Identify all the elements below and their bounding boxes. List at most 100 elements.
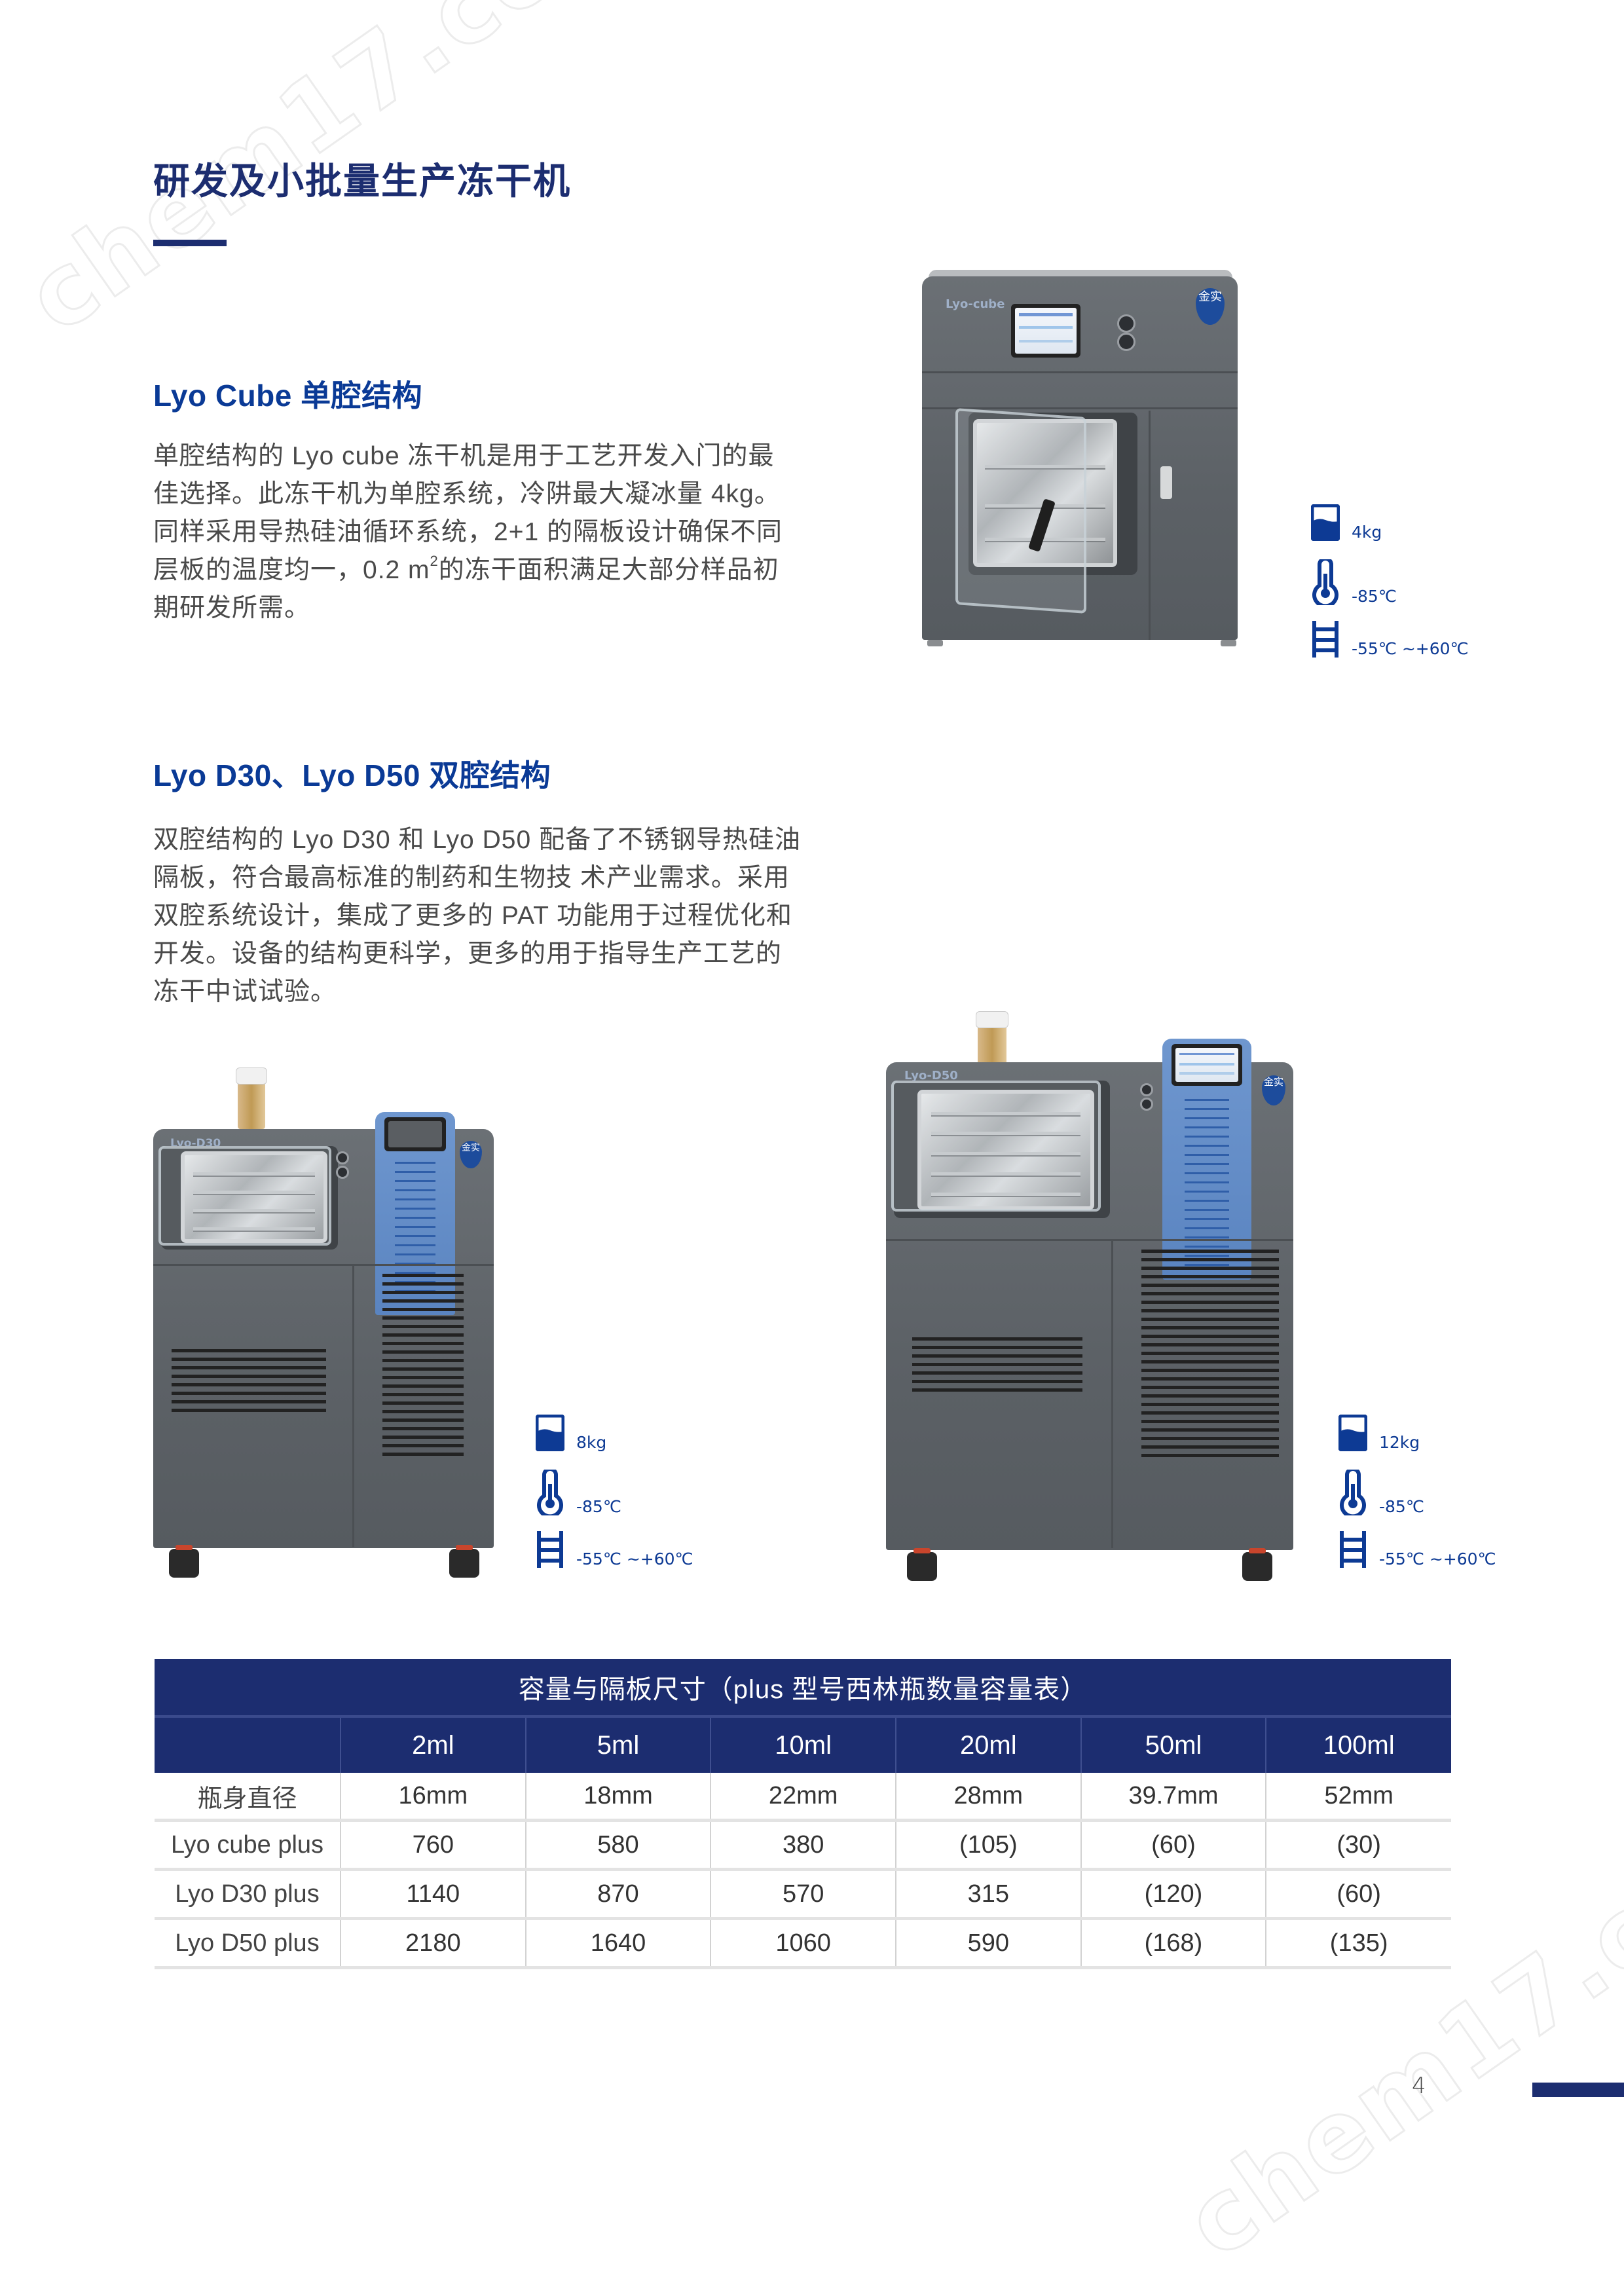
body-line: 期研发所需。 <box>153 594 311 622</box>
thermometer-icon <box>1340 1470 1366 1515</box>
row-label: Lyo D50 plus <box>155 1918 341 1969</box>
brand-logo-icon: 金实 <box>1196 288 1225 325</box>
lyo-d30-machine-image: Lyo-D30 金实 <box>149 1054 496 1588</box>
shelf-ladder-icon <box>537 1531 563 1568</box>
table-cell: (105) <box>895 1820 1082 1871</box>
spec-shelf-temp: -55℃ ~+60℃ <box>536 1531 693 1568</box>
table-cell: 380 <box>710 1820 896 1871</box>
page-accent-bar <box>1532 2083 1624 2097</box>
table-cell: 570 <box>710 1869 896 1920</box>
spec-capacity: 12kg <box>1338 1415 1420 1451</box>
table-title: 容量与隔板尺寸（plus 型号西林瓶数量容量表） <box>155 1659 1451 1718</box>
lyo-d50-specs: 12kg -85℃ -55℃ ~+60℃ <box>1338 1415 1509 1572</box>
body-line: 双腔结构的 Lyo D30 和 Lyo D50 配备了不锈钢导热硅油 <box>153 826 801 854</box>
column-header: 100ml <box>1266 1716 1451 1773</box>
table-cell: 760 <box>341 1820 526 1871</box>
table-cell: (120) <box>1080 1869 1267 1920</box>
lyo-cube-machine-image: Lyo-cube 金实 <box>919 270 1240 646</box>
spec-condenser-temp: -85℃ <box>536 1470 621 1515</box>
down-button-icon <box>1117 333 1135 351</box>
section-body-lyo-cube: 单腔结构的 Lyo cube 冻干机是用于工艺开发入门的最 佳选择。此冻干机为单… <box>153 437 815 627</box>
table-row: Lyo D30 plus 1140 870 570 315 (120) (60) <box>155 1869 1451 1920</box>
spec-shelf-temp: -55℃ ~+60℃ <box>1311 621 1469 658</box>
up-button-icon <box>1117 314 1135 333</box>
table-cell: 2180 <box>341 1918 526 1969</box>
ice-capacity-icon <box>1311 504 1340 541</box>
ice-capacity-icon <box>1338 1415 1367 1451</box>
capacity-table: 容量与隔板尺寸（plus 型号西林瓶数量容量表） 2ml 5ml 10ml 20… <box>155 1659 1451 1969</box>
lyo-d50-machine-image: Lyo-D50 金实 <box>881 1002 1297 1588</box>
lyo-d30-specs: 8kg -85℃ -55℃ ~+60℃ <box>536 1415 706 1572</box>
table-cell: 22mm <box>710 1773 896 1822</box>
body-line: 冻干中试试验。 <box>153 978 337 1006</box>
body-line: 佳选择。此冻干机为单腔系统，冷阱最大凝冰量 4kg。 <box>153 480 781 508</box>
thermometer-icon <box>537 1470 563 1515</box>
table-cell: 52mm <box>1266 1773 1451 1822</box>
machine-label: Lyo-D50 <box>904 1069 958 1083</box>
machine-label: Lyo-cube <box>946 297 1005 311</box>
condenser-temp-value: -85℃ <box>1352 587 1397 606</box>
body-line: 层板的温度均一，0.2 m2的冻干面积满足大部分样品初 <box>153 553 779 584</box>
capacity-value: 8kg <box>576 1433 607 1452</box>
title-accent-bar <box>153 240 227 246</box>
shelf-temp-value: -55℃ ~+60℃ <box>1352 639 1469 658</box>
down-button-icon <box>336 1166 349 1179</box>
row-label: 瓶身直径 <box>155 1773 341 1822</box>
table-cell: (168) <box>1080 1918 1267 1969</box>
section-body-lyo-d30-d50: 双腔结构的 Lyo D30 和 Lyo D50 配备了不锈钢导热硅油 隔板，符合… <box>153 821 815 1011</box>
column-header: 20ml <box>895 1716 1082 1773</box>
table-cell: 39.7mm <box>1080 1773 1267 1822</box>
spec-capacity: 4kg <box>1311 504 1382 541</box>
body-line: 双腔系统设计，集成了更多的 PAT 功能用于过程优化和 <box>153 902 793 930</box>
brand-logo-icon: 金实 <box>460 1141 482 1168</box>
table-cell: (30) <box>1266 1820 1451 1871</box>
ice-capacity-icon <box>536 1415 564 1451</box>
up-button-icon <box>336 1151 349 1164</box>
condenser-temp-value: -85℃ <box>1379 1497 1424 1516</box>
shelf-temp-value: -55℃ ~+60℃ <box>576 1549 693 1568</box>
table-cell: 16mm <box>341 1773 526 1822</box>
capacity-value: 12kg <box>1379 1433 1420 1452</box>
table-cell: 580 <box>525 1820 712 1871</box>
column-header: 10ml <box>710 1716 896 1773</box>
table-cell: 315 <box>895 1869 1082 1920</box>
table-cell: 1140 <box>341 1869 526 1920</box>
brand-logo-icon: 金实 <box>1262 1075 1285 1105</box>
down-button-icon <box>1140 1098 1153 1111</box>
spec-shelf-temp: -55℃ ~+60℃ <box>1338 1531 1496 1568</box>
table-cell: (60) <box>1266 1869 1451 1920</box>
row-label: Lyo D30 plus <box>155 1869 341 1920</box>
section-heading-lyo-cube: Lyo Cube 单腔结构 <box>153 379 423 413</box>
spec-condenser-temp: -85℃ <box>1338 1470 1424 1515</box>
table-header-row: 2ml 5ml 10ml 20ml 50ml 100ml <box>155 1716 1451 1773</box>
body-line: 开发。设备的结构更科学，更多的用于指导生产工艺的 <box>153 940 783 968</box>
row-label: Lyo cube plus <box>155 1820 341 1871</box>
section-heading-lyo-d30-d50: Lyo D30、Lyo D50 双腔结构 <box>153 758 551 792</box>
shelf-temp-value: -55℃ ~+60℃ <box>1379 1549 1496 1568</box>
page-title: 研发及小批量生产冻干机 <box>153 160 571 202</box>
table-cell: 18mm <box>525 1773 712 1822</box>
table-cell: 28mm <box>895 1773 1082 1822</box>
table-cell: 1060 <box>710 1918 896 1969</box>
table-cell: 1640 <box>525 1918 712 1969</box>
lyo-cube-specs: 4kg -85℃ -55℃ ~+60℃ <box>1311 504 1481 661</box>
shelf-ladder-icon <box>1340 1531 1366 1568</box>
touchscreen <box>1011 304 1080 358</box>
condenser-temp-value: -85℃ <box>576 1497 621 1516</box>
body-line: 隔板，符合最高标准的制药和生物技 术产业需求。采用 <box>153 864 790 892</box>
control-panel <box>1162 1039 1251 1280</box>
up-button-icon <box>1140 1083 1153 1096</box>
body-line: 单腔结构的 Lyo cube 冻干机是用于工艺开发入门的最 <box>153 442 775 470</box>
thermometer-icon <box>1312 559 1338 605</box>
capacity-value: 4kg <box>1352 523 1382 542</box>
shelf-ladder-icon <box>1312 621 1338 658</box>
column-header: 2ml <box>341 1716 526 1773</box>
spec-condenser-temp: -85℃ <box>1311 559 1397 605</box>
body-line: 同样采用导热硅油循环系统，2+1 的隔板设计确保不同 <box>153 518 783 546</box>
table-cell: (135) <box>1266 1918 1451 1969</box>
table-cell: 590 <box>895 1918 1082 1969</box>
table-row: Lyo D50 plus 2180 1640 1060 590 (168) (1… <box>155 1918 1451 1969</box>
spec-capacity: 8kg <box>536 1415 606 1451</box>
column-header: 50ml <box>1080 1716 1267 1773</box>
table-row: Lyo cube plus 760 580 380 (105) (60) (30… <box>155 1820 1451 1871</box>
